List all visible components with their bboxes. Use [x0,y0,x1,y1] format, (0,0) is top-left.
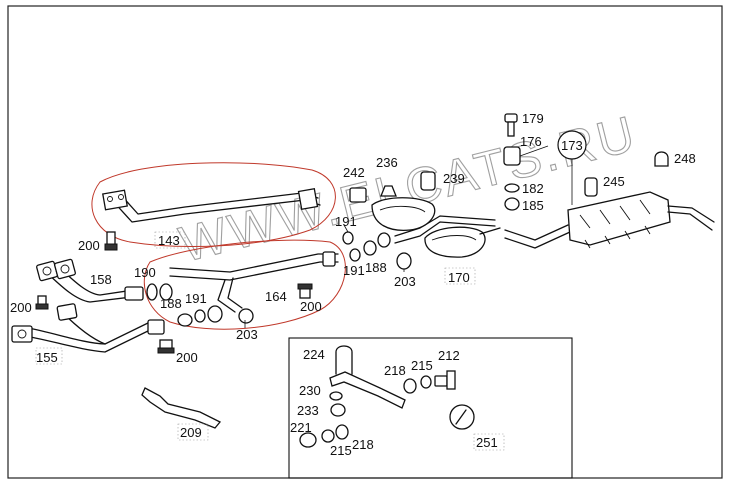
part-200-bolt-left[interactable] [35,295,49,310]
part-158-front-pipe[interactable] [36,258,144,303]
label-188-right: 188 [365,260,387,275]
label-182: 182 [522,181,544,196]
detail-box [288,337,573,479]
part-233-nut[interactable] [330,403,346,417]
part-188-clamp-left[interactable] [159,283,173,301]
part-224-u-bolt[interactable] [335,345,353,375]
label-245: 245 [603,174,625,189]
part-203-clamp-lower[interactable] [207,305,254,324]
part-200-bolt-mid[interactable] [297,283,313,299]
part-188-clamp-right[interactable] [363,232,391,256]
part-200-bolt-upper[interactable] [104,231,118,251]
label-191-mid: 191 [343,263,365,278]
label-233: 233 [297,403,319,418]
label-236: 236 [376,155,398,170]
label-179: 179 [522,111,544,126]
part-200-bolt-lower[interactable] [157,339,175,354]
label-170: 170 [448,270,470,285]
part-203-clamp-right[interactable] [396,252,412,270]
part-251-wrench-icon[interactable] [449,404,475,430]
label-143: 143 [158,233,180,248]
part-179-bolt[interactable] [504,113,518,137]
label-215-upper: 215 [411,358,433,373]
label-190: 190 [134,265,156,280]
part-182-washer[interactable] [504,183,520,193]
label-218-lower: 218 [352,437,374,452]
part-242-rubber-mount[interactable] [349,187,367,203]
part-164-intermediate-pipe[interactable] [169,251,339,313]
label-251: 251 [476,435,498,450]
label-215-lower: 215 [330,443,352,458]
part-191-gasket-lower[interactable] [177,309,206,327]
label-158: 158 [90,272,112,287]
part-155-front-pipe[interactable] [11,303,165,353]
label-200-upper: 200 [78,238,100,253]
part-230-washer[interactable] [329,391,343,401]
label-188-left: 188 [160,296,182,311]
part-218-strap-upper[interactable] [329,371,406,409]
part-173-rear-muffler[interactable] [504,191,715,249]
part-191-gasket-mid[interactable] [349,248,361,262]
label-230: 230 [299,383,321,398]
part-170-center-muffler[interactable] [371,197,501,258]
label-209: 209 [180,425,202,440]
part-143-pipe[interactable] [102,187,321,223]
label-218-upper: 218 [384,363,406,378]
part-190-gasket[interactable] [146,283,158,301]
label-212: 212 [438,348,460,363]
part-176-hanger[interactable] [503,145,549,166]
label-200-lower: 200 [176,350,198,365]
label-203-lower: 203 [236,327,258,342]
part-212-bolt[interactable] [434,370,456,390]
label-191-lower: 191 [185,291,207,306]
label-248: 248 [674,151,696,166]
label-200-mid: 200 [300,299,322,314]
label-200-left: 200 [10,300,32,315]
part-215-washer-upper[interactable] [420,375,432,389]
part-215-washer-lower[interactable] [321,429,335,443]
label-242: 242 [343,165,365,180]
label-191-upper: 191 [335,214,357,229]
part-221-nut[interactable] [299,432,317,448]
label-185: 185 [522,198,544,213]
part-209-bracket[interactable] [141,387,222,429]
label-155: 155 [36,350,58,365]
label-224: 224 [303,347,325,362]
part-248-clip[interactable] [654,151,669,167]
part-185-nut[interactable] [504,197,520,211]
part-236-rubber-mount[interactable] [380,185,397,197]
label-173: 173 [561,138,583,153]
label-164: 164 [265,289,287,304]
part-218-nut-lower[interactable] [335,424,349,440]
part-218-bolt-upper[interactable] [403,378,417,394]
part-245-rubber-mount[interactable] [584,177,598,197]
label-221: 221 [290,420,312,435]
label-176: 176 [520,134,542,149]
highlight-outline-lower [143,239,346,330]
highlight-outline-upper [91,162,336,247]
label-239: 239 [443,171,465,186]
part-191-gasket-upper[interactable] [342,231,354,245]
label-203-right: 203 [394,274,416,289]
part-239-rubber-mount[interactable] [420,171,436,191]
